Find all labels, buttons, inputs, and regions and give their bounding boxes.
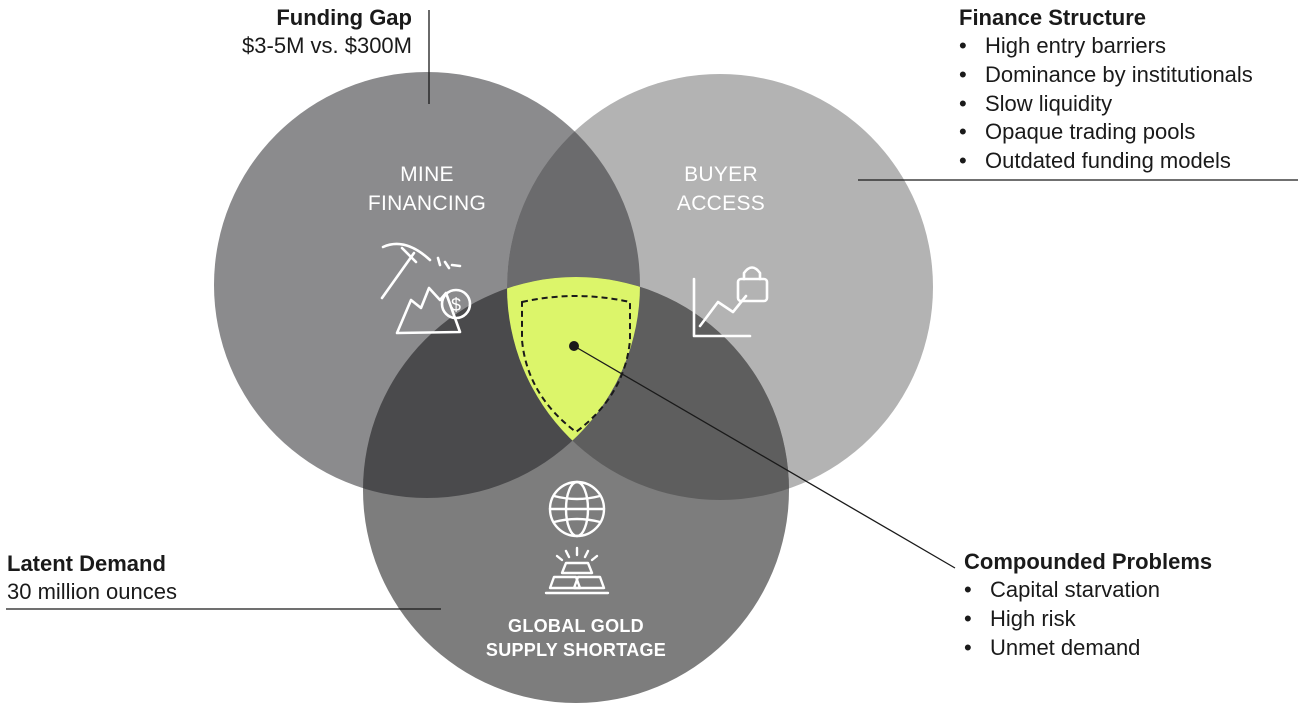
buyer-access-label: BUYER ACCESS bbox=[631, 160, 811, 218]
list-item: Capital starvation bbox=[964, 576, 1212, 605]
list-item: High risk bbox=[964, 605, 1212, 634]
mine-financing-label: MINE FINANCING bbox=[337, 160, 517, 218]
list-item: Opaque trading pools bbox=[959, 118, 1253, 147]
funding-gap-title: Funding Gap bbox=[276, 5, 412, 30]
latent-demand-title: Latent Demand bbox=[7, 551, 166, 576]
finance-structure-block: Finance Structure High entry barriers Do… bbox=[959, 4, 1253, 176]
compounded-problems-list: Capital starvation High risk Unmet deman… bbox=[964, 576, 1212, 662]
leader-compounded-problems bbox=[573, 345, 956, 569]
list-item: Slow liquidity bbox=[959, 90, 1253, 119]
buyer-access-line1: BUYER bbox=[684, 163, 758, 186]
gold-shortage-line1: GLOBAL GOLD bbox=[508, 616, 644, 636]
latent-demand-block: Latent Demand 30 million ounces bbox=[7, 550, 177, 606]
gold-shortage-label: GLOBAL GOLD SUPPLY SHORTAGE bbox=[456, 614, 696, 662]
funding-gap-block: Funding Gap $3-5M vs. $300M bbox=[242, 4, 412, 60]
gold-shortage-line2: SUPPLY SHORTAGE bbox=[485, 640, 667, 660]
compounded-problems-block: Compounded Problems Capital starvation H… bbox=[964, 548, 1212, 662]
mining-pick-dollar-icon: $ bbox=[380, 242, 472, 335]
svg-text:$: $ bbox=[451, 295, 461, 315]
mine-financing-line2: FINANCING bbox=[367, 192, 487, 215]
finance-structure-list: High entry barriers Dominance by institu… bbox=[959, 32, 1253, 176]
finance-structure-title: Finance Structure bbox=[959, 5, 1147, 30]
compounded-problems-title: Compounded Problems bbox=[964, 549, 1213, 574]
list-item: Dominance by institutionals bbox=[959, 61, 1253, 90]
list-item: Outdated funding models bbox=[959, 147, 1253, 176]
shield-outline bbox=[521, 295, 631, 434]
list-item: Unmet demand bbox=[964, 634, 1212, 663]
list-item: High entry barriers bbox=[959, 32, 1253, 61]
buyer-access-line2: ACCESS bbox=[676, 192, 766, 215]
mine-financing-line1: MINE bbox=[400, 163, 454, 186]
latent-demand-value: 30 million ounces bbox=[7, 579, 177, 604]
funding-gap-value: $3-5M vs. $300M bbox=[242, 33, 412, 58]
chart-lock-icon bbox=[692, 266, 769, 338]
globe-gold-bars-icon bbox=[544, 480, 610, 595]
